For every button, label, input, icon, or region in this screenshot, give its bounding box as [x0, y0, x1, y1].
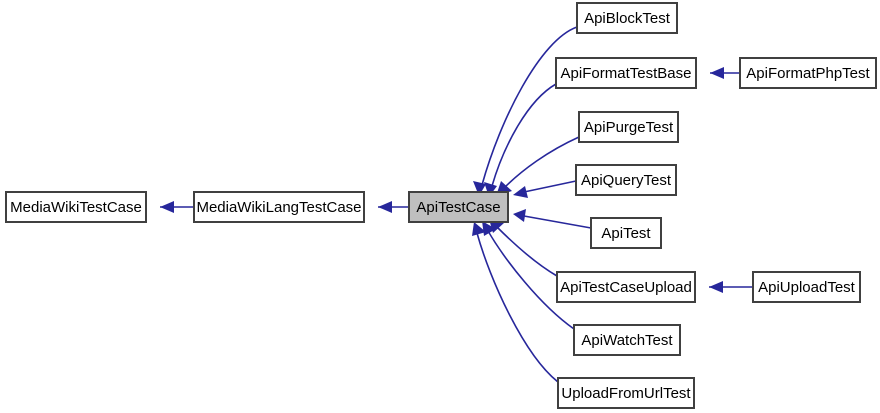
node-box[interactable]	[193, 191, 365, 223]
edge-line	[481, 26, 578, 186]
edge-line	[491, 83, 557, 187]
node-box[interactable]	[576, 2, 678, 34]
node-box[interactable]	[739, 57, 877, 89]
node-box[interactable]	[556, 271, 696, 303]
edge-line	[476, 232, 559, 383]
edge-line	[523, 215, 592, 229]
edge-apiquerytest-to-apitestcase	[513, 180, 577, 198]
class-node-apiuploadtest[interactable]: ApiUploadTest	[752, 271, 861, 303]
edge-mediawikilangtestcase-to-mediawikitestcase	[160, 201, 194, 213]
node-box[interactable]	[752, 271, 861, 303]
class-node-apiwatchtest[interactable]: ApiWatchTest	[573, 324, 681, 356]
class-node-apiformattestbase[interactable]: ApiFormatTestBase	[555, 57, 697, 89]
edge-line	[523, 180, 577, 193]
class-node-apiquerytest[interactable]: ApiQueryTest	[575, 164, 677, 196]
node-box[interactable]	[578, 111, 679, 143]
node-box[interactable]	[557, 377, 695, 409]
edge-apipurgetest-to-apitestcase	[496, 136, 580, 196]
class-node-apitestcaseupload[interactable]: ApiTestCaseUpload	[556, 271, 696, 303]
arrowhead-icon	[710, 67, 724, 79]
node-box[interactable]	[555, 57, 697, 89]
arrowhead-icon	[473, 181, 486, 196]
edge-apitest-to-apitestcase	[513, 209, 592, 229]
class-node-mediawikitestcase[interactable]: MediaWikiTestCase	[5, 191, 147, 223]
arrowhead-icon	[378, 201, 392, 213]
edge-apiuploadtest-to-apitestcaseupload	[709, 281, 753, 293]
edge-uploadfromurltest-to-apitestcase	[472, 222, 559, 383]
class-node-mediawikilangtestcase[interactable]: MediaWikiLangTestCase	[193, 191, 365, 223]
node-label: ApiQueryTest	[581, 172, 672, 189]
arrowhead-icon	[484, 182, 497, 197]
arrowhead-icon	[709, 281, 723, 293]
edge-line	[496, 226, 558, 277]
arrowhead-icon	[472, 222, 486, 236]
arrowhead-icon	[513, 209, 526, 222]
edge-apiformattestbase-to-apitestcase	[484, 83, 557, 197]
arrowhead-icon	[482, 221, 496, 236]
class-node-uploadfromurltest[interactable]: UploadFromUrlTest	[557, 377, 695, 409]
node-label: ApiFormatTestBase	[561, 65, 692, 82]
edge-apiformatphptest-to-apiformattestbase	[710, 67, 740, 79]
edge-apiwatchtest-to-apitestcase	[482, 221, 575, 330]
node-box[interactable]	[408, 191, 509, 223]
class-node-apitest[interactable]: ApiTest	[590, 217, 662, 249]
node-box[interactable]	[575, 164, 677, 196]
edge-apiblocktest-to-apitestcase	[473, 26, 578, 196]
node-label: MediaWikiTestCase	[10, 199, 142, 216]
arrowhead-icon	[160, 201, 174, 213]
node-label: ApiPurgeTest	[584, 119, 674, 136]
edge-apitestcase-to-mediawikilangtestcase	[378, 201, 409, 213]
class-node-apitestcase[interactable]: ApiTestCase	[408, 191, 509, 223]
node-label: ApiWatchTest	[581, 332, 673, 349]
node-label: UploadFromUrlTest	[561, 385, 691, 402]
node-box[interactable]	[5, 191, 147, 223]
node-box[interactable]	[573, 324, 681, 356]
node-label: ApiFormatPhpTest	[746, 65, 870, 82]
node-label: ApiUploadTest	[758, 279, 856, 296]
edge-line	[487, 230, 575, 330]
arrowhead-icon	[513, 186, 528, 198]
class-node-apiblocktest[interactable]: ApiBlockTest	[576, 2, 678, 34]
node-label: ApiTestCaseUpload	[560, 279, 692, 296]
node-box[interactable]	[590, 217, 662, 249]
edge-line	[503, 136, 580, 189]
class-node-apiformatphptest[interactable]: ApiFormatPhpTest	[739, 57, 877, 89]
class-node-apipurgetest[interactable]: ApiPurgeTest	[578, 111, 679, 143]
node-label: ApiTestCase	[416, 199, 500, 216]
node-label: ApiTest	[601, 225, 651, 242]
node-label: MediaWikiLangTestCase	[196, 199, 361, 216]
node-label: ApiBlockTest	[584, 10, 671, 27]
